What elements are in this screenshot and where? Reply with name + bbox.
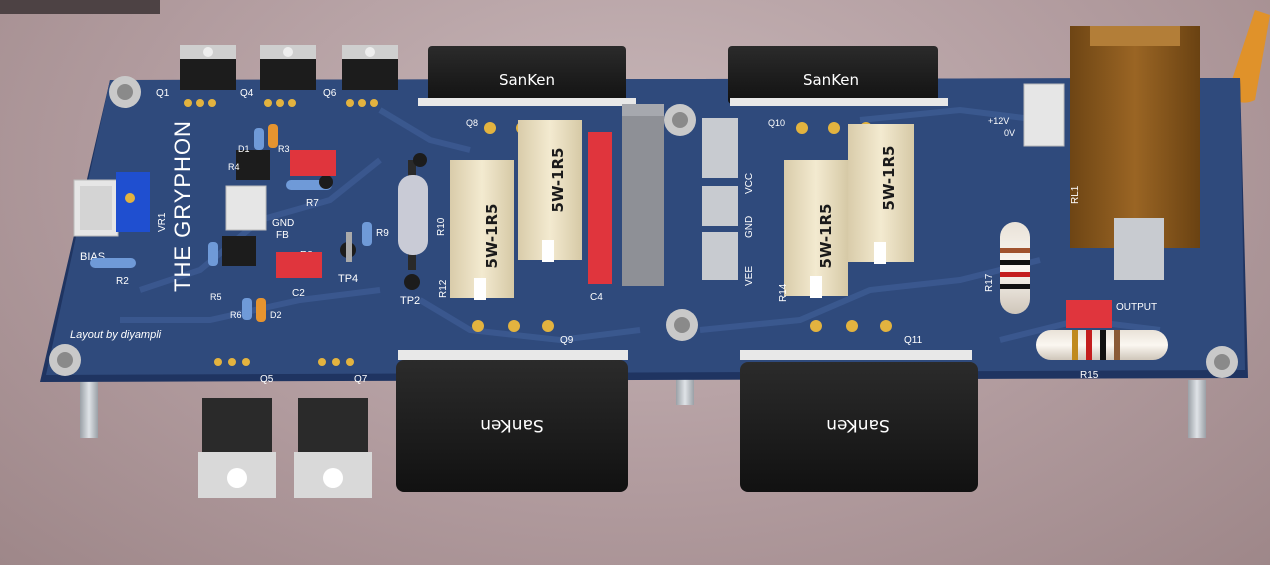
tp2-label: TP2 xyxy=(400,295,420,307)
r15-label: R15 xyxy=(1080,370,1099,381)
sanken-label: SanKen xyxy=(499,71,555,89)
board-title: THE GRYPHON xyxy=(170,120,195,292)
capacitor-c2: C2 xyxy=(276,252,322,299)
q9-label: Q9 xyxy=(560,335,574,346)
small-transistor-q4: Q4 xyxy=(240,45,316,107)
c2-label: C2 xyxy=(292,288,305,299)
mounting-hole xyxy=(666,309,698,341)
output-label: OUTPUT xyxy=(1116,302,1157,313)
q1-label: Q1 xyxy=(156,88,170,99)
capacitor-c3 xyxy=(290,150,336,176)
output-terminal: OUTPUT xyxy=(1114,218,1164,313)
r12-label: R12 xyxy=(438,279,449,298)
plus12v-label: +12V xyxy=(988,116,1009,126)
r14-label: R14 xyxy=(778,283,789,302)
q8-label: Q8 xyxy=(466,118,478,128)
cement-resistor-label: 5W-1R5 xyxy=(483,204,501,269)
r5-label: R5 xyxy=(210,292,222,302)
tp4-label: TP4 xyxy=(338,273,358,285)
sanken-label: SanKen xyxy=(480,415,544,435)
r7-label: R7 xyxy=(306,198,319,209)
c4-label: C4 xyxy=(590,292,603,303)
fb-label: FB xyxy=(276,230,289,241)
q4-label: Q4 xyxy=(240,88,254,99)
resistor-r17: R17 xyxy=(984,222,1030,314)
cement-resistor-label: 5W-1R5 xyxy=(880,146,898,211)
relay-rl1: RL1 xyxy=(1070,26,1200,248)
mounting-hole xyxy=(109,76,141,108)
gnd-label: GND xyxy=(272,218,294,229)
ov-label: 0V xyxy=(1004,128,1015,138)
q6-label: Q6 xyxy=(323,88,337,99)
supply-connector: +12V 0V xyxy=(988,83,1065,147)
cement-resistor-r14: 5W-1R5 R14 xyxy=(778,160,848,302)
d2-label: D2 xyxy=(270,310,282,320)
r10-label: R10 xyxy=(436,217,447,236)
q11-label: Q11 xyxy=(904,335,923,346)
cement-resistor-r16: 5W-1R5 xyxy=(848,124,914,264)
vr1-label: VR1 xyxy=(157,212,168,232)
r4-label: R4 xyxy=(228,162,240,172)
r17-label: R17 xyxy=(984,273,995,292)
r2-label: R2 xyxy=(116,276,129,287)
resistor-r10: R10 TP2 xyxy=(398,153,447,307)
sanken-label: SanKen xyxy=(803,71,859,89)
mounting-hole xyxy=(49,344,81,376)
power-transistor-q9: SanKen Q9 xyxy=(396,320,628,492)
small-components xyxy=(208,124,372,322)
rl1-label: RL1 xyxy=(1070,185,1081,204)
q5-label: Q5 xyxy=(260,374,274,385)
cement-resistor-label: 5W-1R5 xyxy=(817,204,835,269)
board-credit: Layout by diyampli xyxy=(70,329,162,341)
cement-resistor-r10b: 5W-1R5 xyxy=(518,120,582,262)
resistor-r15: R15 xyxy=(1036,330,1168,381)
resistor-r2: R2 xyxy=(90,258,136,287)
small-transistor-q5: Q5 xyxy=(198,358,276,498)
r6-label: R6 xyxy=(230,310,242,320)
vcc-label: VCC xyxy=(744,173,755,194)
cement-resistor-r12: 5W-1R5 R12 xyxy=(438,160,514,300)
d1-label: D1 xyxy=(238,144,250,154)
small-transistor-q7: Q7 xyxy=(294,358,372,498)
r9-label: R9 xyxy=(376,228,389,239)
capacitor-red-small xyxy=(1066,300,1112,328)
trimmer-vr1: VR1 xyxy=(116,172,168,232)
gnd2-label: GND xyxy=(744,216,755,238)
mounting-hole xyxy=(1206,346,1238,378)
small-transistor-q1: Q1 xyxy=(156,45,236,107)
power-transistor-q11: SanKen Q11 xyxy=(740,320,978,492)
q10-label: Q10 xyxy=(768,118,785,128)
vee-label: VEE xyxy=(744,266,755,286)
power-terminals: VCC GND VEE xyxy=(702,118,755,286)
r3-label: R3 xyxy=(278,144,290,154)
sanken-label: SanKen xyxy=(826,415,890,435)
small-transistor-q6: Q6 xyxy=(323,45,398,107)
mounting-hole xyxy=(664,104,696,136)
cement-resistor-label: 5W-1R5 xyxy=(549,148,567,213)
heatsink-block xyxy=(622,104,664,286)
test-point-tp4: TP4 xyxy=(338,232,358,285)
background-object xyxy=(0,0,160,14)
capacitor-c4: C4 xyxy=(588,132,612,303)
q7-label: Q7 xyxy=(354,374,368,385)
